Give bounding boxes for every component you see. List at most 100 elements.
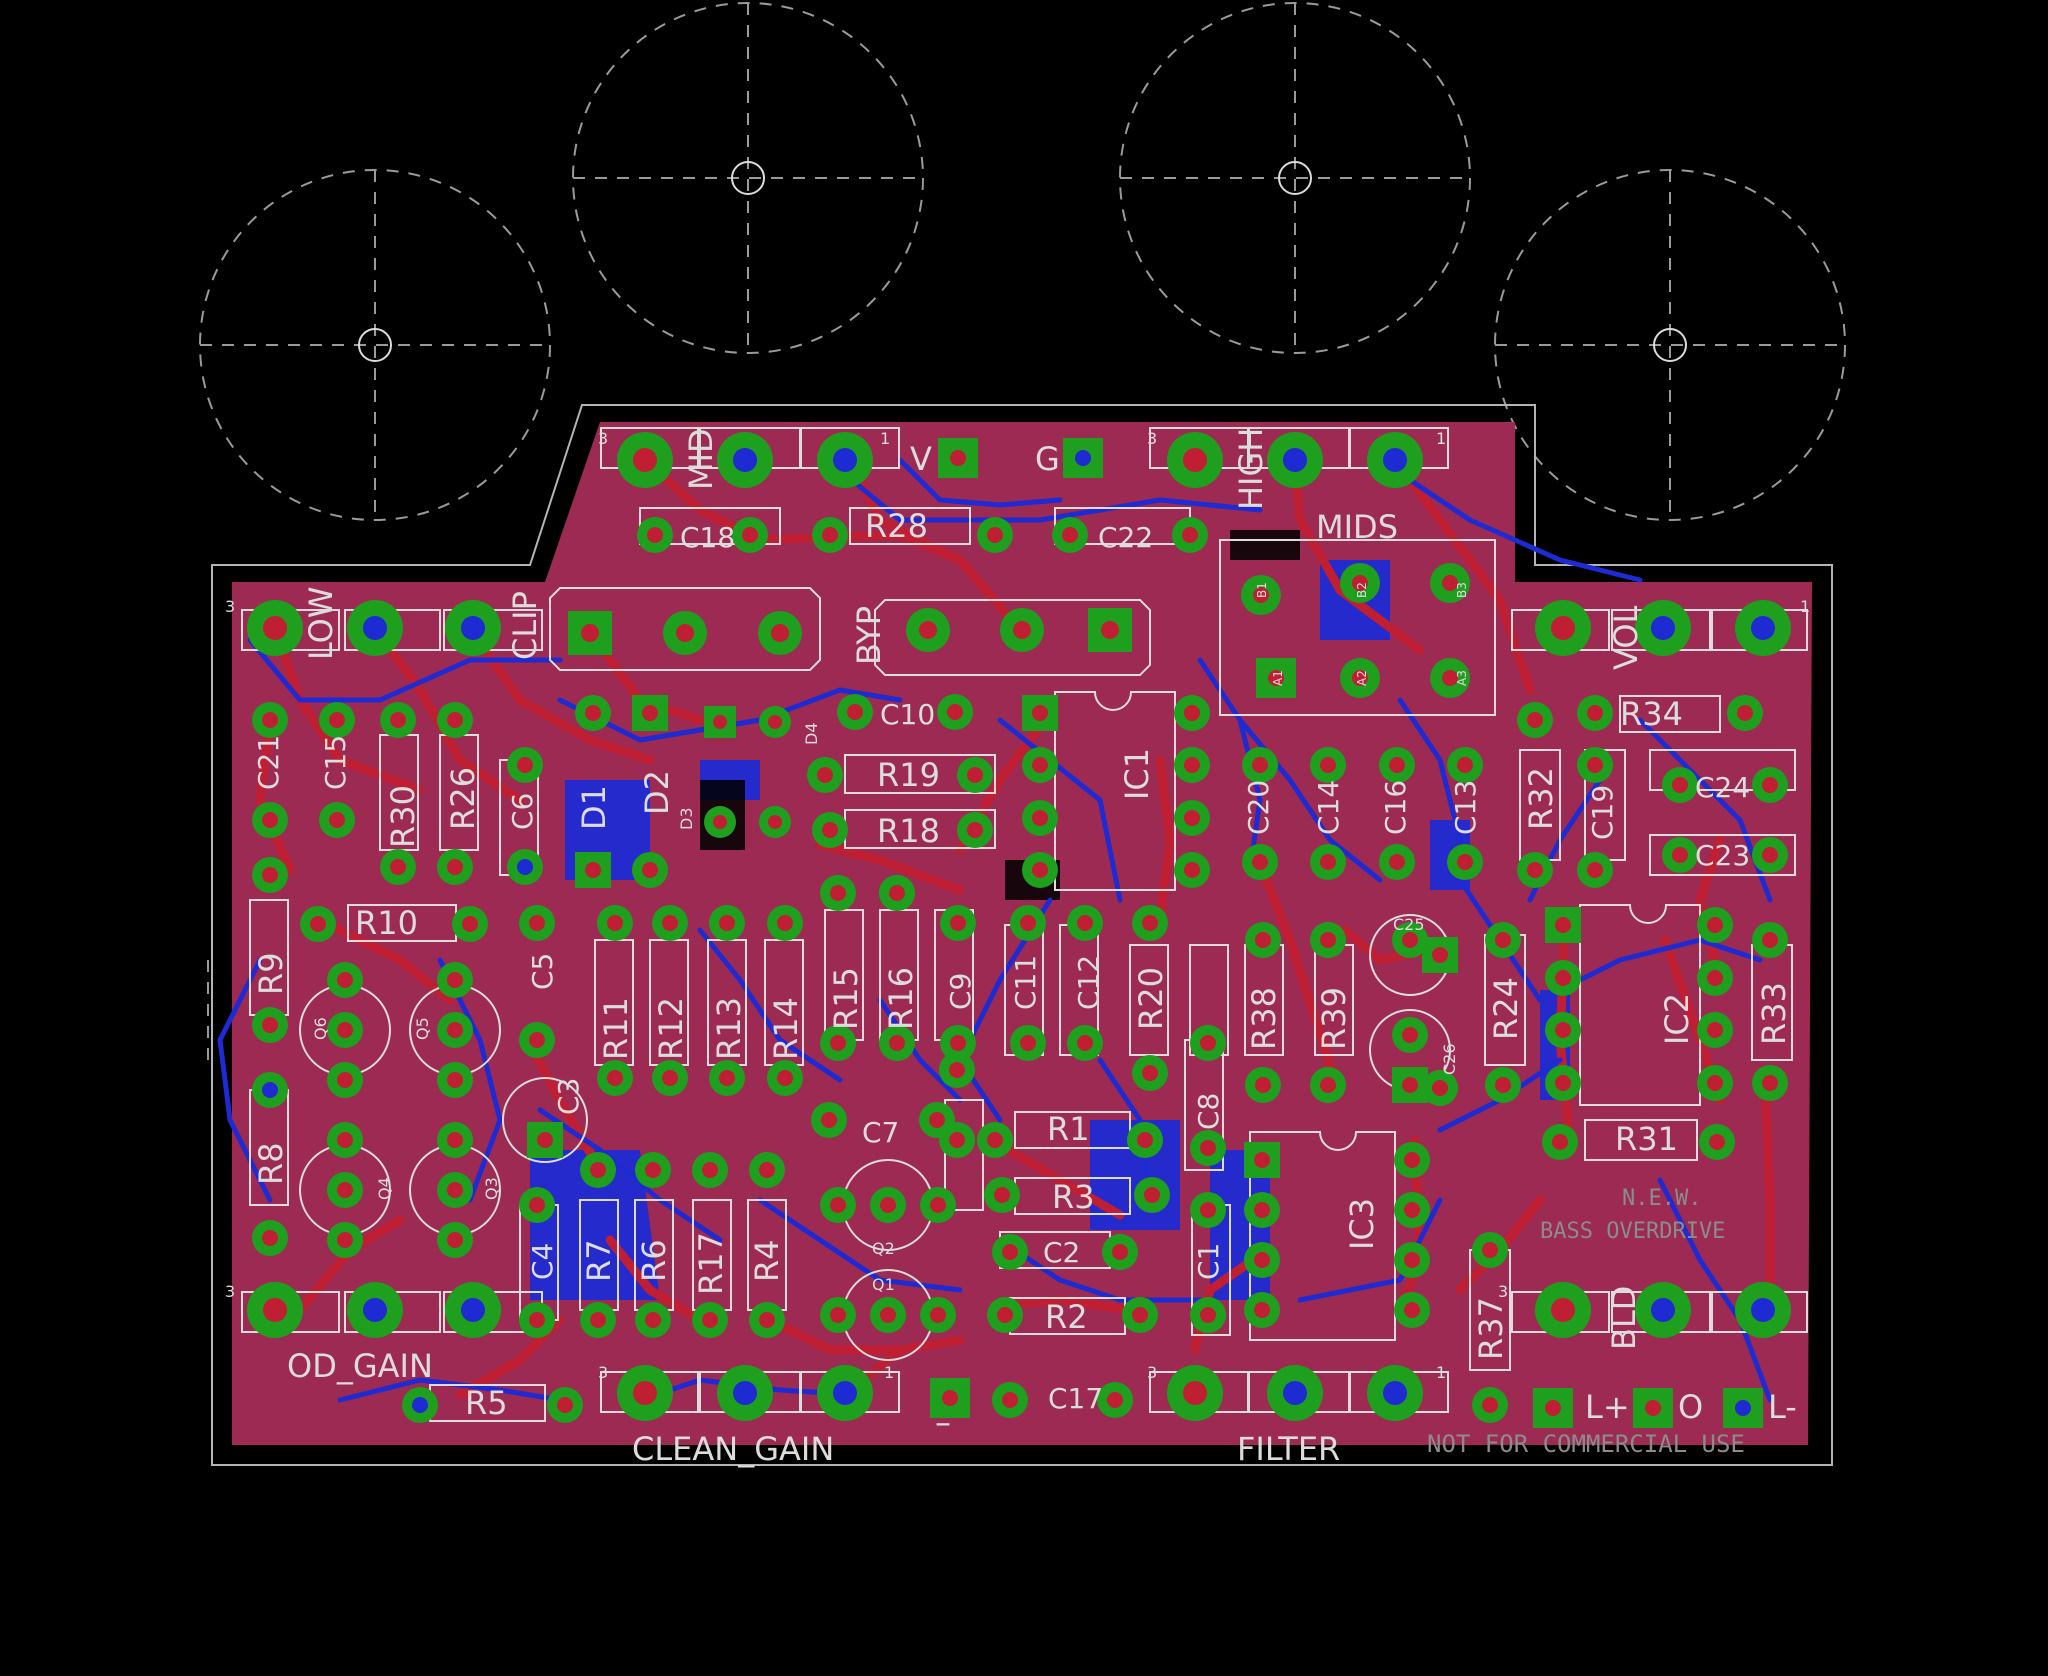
pad-hole-155 (1320, 854, 1336, 870)
pad-hole-126 (830, 885, 846, 901)
label-r34: R34 (1620, 695, 1683, 733)
label-r20: R20 (1132, 967, 1170, 1030)
pad-hole-53 (1254, 1302, 1270, 1318)
pad-hole-6 (1183, 448, 1207, 472)
pad-hole-166 (645, 1162, 661, 1178)
label-r16: R16 (882, 967, 920, 1030)
pad-hole-56 (1404, 1252, 1420, 1268)
pad-hole-136 (1142, 915, 1158, 931)
label-c4: C4 (526, 1243, 559, 1280)
pad-hole-159 (1457, 854, 1473, 870)
pad-label-a2: A2 (1355, 670, 1369, 686)
label-r6: R6 (635, 1239, 673, 1282)
pad-hole-174 (949, 1062, 965, 1078)
label-q5: Q5 (413, 1017, 432, 1040)
pad-hole-111 (517, 859, 533, 875)
pad-hole-168 (702, 1162, 718, 1178)
pin-bld-3: 3 (1498, 1282, 1508, 1301)
label-r31: R31 (1615, 1120, 1678, 1158)
label-low: LOW (302, 586, 340, 660)
label-bld: BLD (1605, 1286, 1643, 1350)
pad-hole-201 (880, 1307, 896, 1323)
pad-hole-35 (1101, 621, 1119, 639)
label-c9: C9 (944, 973, 977, 1010)
pad-hole-132 (1020, 915, 1036, 931)
label-maker: N.E.W. (1622, 1186, 1701, 1211)
pad-hole-170 (759, 1162, 775, 1178)
pad-hole-85 (1137, 1132, 1153, 1148)
pad-hole-124 (777, 915, 793, 931)
pad-hole-78 (822, 822, 838, 838)
pad-hole-93 (1107, 1392, 1123, 1408)
pad-hole-50 (1254, 1152, 1270, 1168)
label-mids: MIDS (1316, 508, 1398, 546)
pad-hole-19 (1283, 1381, 1307, 1405)
pad-hole-165 (590, 1312, 606, 1328)
pad-hole-10 (1651, 616, 1675, 640)
pad-hole-130 (950, 915, 966, 931)
label-c19: C19 (1586, 785, 1619, 840)
label-o: O (1678, 1388, 1703, 1426)
label-c7: C7 (862, 1116, 899, 1149)
pad-hole-115 (262, 1230, 278, 1246)
pad-hole-18 (1183, 1381, 1207, 1405)
pin-low-3: 3 (225, 597, 235, 616)
label-c12: C12 (1072, 955, 1105, 1010)
pad-hole-22 (1651, 1298, 1675, 1322)
label-r7: R7 (580, 1239, 618, 1282)
pin-mid-1: 1 (880, 429, 890, 448)
pad-hole-1 (363, 616, 387, 640)
label-ic1: IC1 (1118, 748, 1156, 800)
label-power-g: G (1035, 440, 1060, 478)
pad-hole-48 (1184, 810, 1200, 826)
label-c15: C15 (319, 735, 352, 790)
label-high: HIGH (1232, 428, 1270, 510)
pad-hole-91 (1132, 1307, 1148, 1323)
pad-hole-94 (412, 1397, 428, 1413)
label-od-gain: OD_GAIN (287, 1347, 433, 1385)
pad-hole-141 (1200, 1307, 1216, 1323)
pad-hole-60 (1555, 1022, 1571, 1038)
pad-hole-11 (1751, 616, 1775, 640)
pad-hole-169 (702, 1312, 718, 1328)
label-power-minus: – (935, 1403, 951, 1441)
pad-hole-99 (1762, 777, 1778, 793)
label-l-plus: L+ (1585, 1388, 1630, 1426)
label-c5: C5 (526, 953, 559, 990)
pad-label-a1: A1 (1271, 670, 1285, 686)
pad-hole-73 (1182, 527, 1198, 543)
label-filter: FILTER (1237, 1430, 1340, 1468)
pad-hole-198 (880, 1197, 896, 1213)
pad-hole-199 (930, 1197, 946, 1213)
pad-hole-140 (1200, 1202, 1216, 1218)
pad-hole-2 (461, 616, 485, 640)
label-power-v: V (910, 440, 932, 478)
pad-hole-149 (1527, 862, 1543, 878)
pad-hole-66 (310, 916, 326, 932)
label-r4: R4 (748, 1239, 786, 1282)
pad-hole-122 (719, 915, 735, 931)
pad-hole-100 (1672, 847, 1688, 863)
label-byp: BYP (850, 606, 888, 665)
pad-hole-29 (1735, 1400, 1751, 1416)
label-c25: C25 (1393, 915, 1425, 934)
label-ic3: IC3 (1343, 1198, 1381, 1250)
pad-hole-4 (733, 448, 757, 472)
label-c1: C1 (1192, 1243, 1225, 1280)
pad-hole-84 (987, 1132, 1003, 1148)
pad-hole-12 (263, 1298, 287, 1322)
label-c22: C22 (1098, 521, 1153, 554)
label-notice: NOT FOR COMMERCIAL USE (1427, 1430, 1745, 1458)
pad-hole-46 (1184, 705, 1200, 721)
pin-filter-3: 3 (1147, 1363, 1157, 1382)
pad-hole-36 (1253, 587, 1269, 603)
ic2-outline (1579, 904, 1701, 1106)
pad-hole-188 (447, 972, 463, 988)
pad-hole-153 (1252, 854, 1268, 870)
pad-hole-129 (889, 1035, 905, 1051)
pad-hole-172 (529, 1197, 545, 1213)
pin-clean-3: 3 (598, 1363, 608, 1382)
label-c23: C23 (1695, 839, 1750, 872)
pad-hole-24 (950, 450, 966, 466)
